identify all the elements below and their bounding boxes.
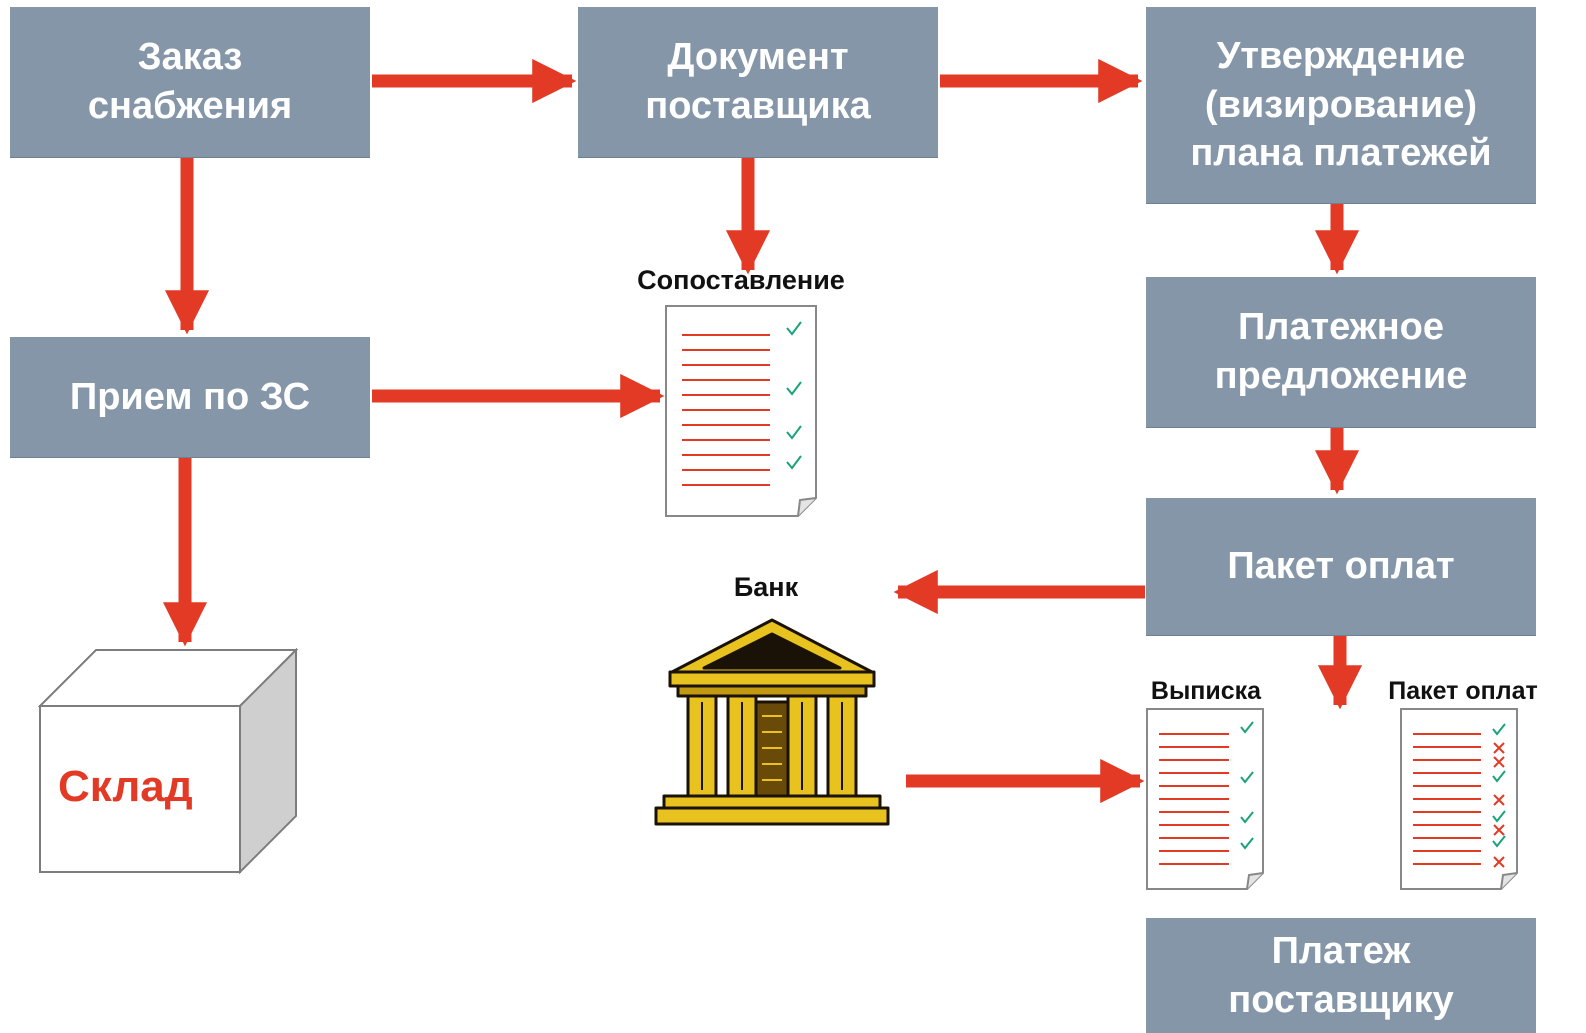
- payment-package-document-icon: [1400, 708, 1518, 890]
- document-checklist-icon: [665, 305, 817, 517]
- bank-building-icon: [654, 618, 890, 826]
- warehouse-label: Склад: [58, 762, 193, 811]
- statement-document-icon: [1146, 708, 1264, 890]
- payment-proposal-box: Платежное предложение: [1146, 277, 1536, 427]
- receipt-box: Прием по ЗС: [10, 337, 370, 457]
- payment-package-doc-label: Пакет оплат: [1388, 677, 1538, 705]
- matching-label: Сопоставление: [637, 265, 845, 295]
- supply-order-box: Заказ снабжения: [10, 7, 370, 157]
- bank-label: Банк: [733, 572, 799, 602]
- cube-icon: [38, 648, 299, 875]
- supplier-document-box: Документ поставщика: [578, 7, 938, 157]
- payment-package-box: Пакет оплат: [1146, 498, 1536, 635]
- statement-label: Выписка: [1150, 677, 1262, 705]
- supplier-payment-box: Платеж поставщику: [1146, 918, 1536, 1033]
- approval-box: Утверждение (визирование) плана платежей: [1146, 7, 1536, 203]
